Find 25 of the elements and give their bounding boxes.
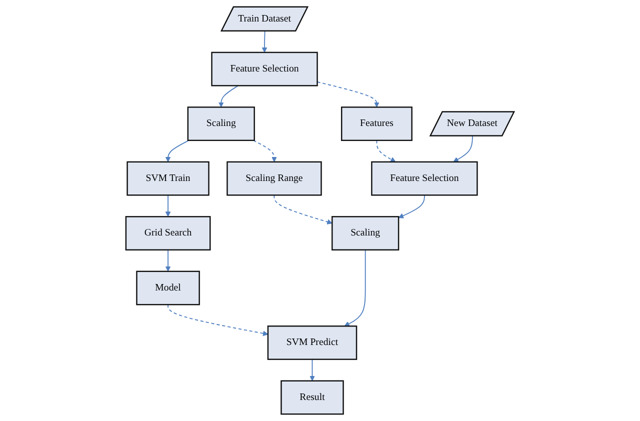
arrow bbox=[165, 249, 171, 272]
node-box: Model bbox=[136, 270, 200, 306]
arrow bbox=[168, 304, 268, 336]
node-box: Scaling bbox=[332, 216, 400, 250]
node-box: Scaling bbox=[187, 106, 255, 141]
node-box: Features bbox=[341, 106, 412, 141]
arrow bbox=[316, 81, 380, 108]
arrow bbox=[165, 140, 190, 162]
node-box: Feature Selection bbox=[371, 161, 478, 196]
arrow bbox=[398, 194, 425, 218]
arrow bbox=[218, 85, 239, 108]
arrow bbox=[376, 140, 396, 162]
arrow bbox=[274, 194, 332, 224]
node-box: SVM Predict bbox=[267, 326, 358, 360]
arrow bbox=[252, 140, 277, 162]
node-box: Result bbox=[280, 380, 344, 415]
node-box: Scaling Range bbox=[226, 161, 322, 196]
arrow bbox=[165, 194, 171, 217]
arrow bbox=[310, 358, 315, 382]
node-box: SVM Train bbox=[126, 161, 210, 196]
arrow bbox=[344, 249, 366, 326]
arrow bbox=[262, 30, 268, 53]
node-box: Feature Selection bbox=[211, 52, 318, 86]
arrow bbox=[453, 136, 473, 162]
node-box: Grid Search bbox=[125, 216, 211, 250]
